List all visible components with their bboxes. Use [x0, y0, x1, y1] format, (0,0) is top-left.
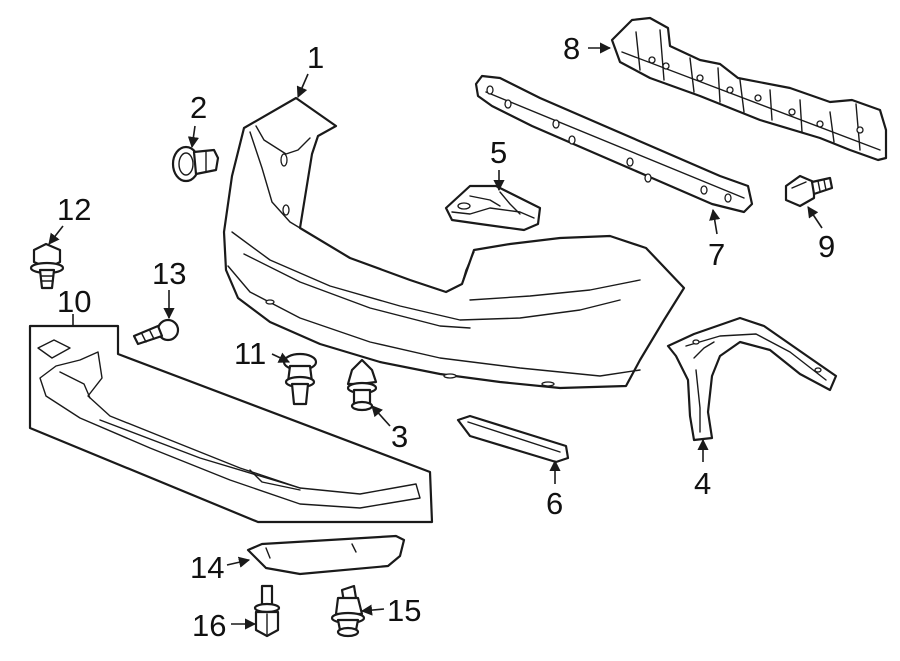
- callout-8: 8: [563, 31, 580, 66]
- callout-7: 7: [708, 237, 725, 272]
- callout-2: 2: [190, 90, 207, 125]
- callout-14: 14: [190, 550, 224, 585]
- leader-11: [271, 352, 291, 363]
- part-16-bolt: [253, 584, 281, 638]
- part-5-bracket: [444, 184, 542, 232]
- callout-10: 10: [57, 284, 91, 319]
- part-14-trim-strip: [246, 534, 406, 576]
- leader-3: [371, 405, 391, 427]
- callout-15: 15: [387, 593, 421, 628]
- callout-labels: 1 2 3 4 5 6 7 8 9 10 11 12 13 14 15 16: [57, 31, 835, 643]
- part-3-push-clip: [346, 358, 378, 412]
- part-6-reflector: [456, 414, 570, 464]
- leader-12: [48, 225, 64, 245]
- callout-6: 6: [546, 486, 563, 521]
- leader-14: [226, 556, 251, 568]
- part-13-screw: [132, 318, 180, 346]
- callout-13: 13: [152, 256, 186, 291]
- callout-3: 3: [391, 419, 408, 454]
- part-7-impact-bar: [474, 74, 754, 214]
- part-12-bolt: [29, 242, 65, 290]
- leader-7: [709, 208, 721, 235]
- leader-lines: [48, 42, 823, 630]
- leader-2: [187, 125, 199, 149]
- part-8-upper-bracket: [610, 16, 888, 162]
- callout-5: 5: [490, 135, 507, 170]
- callout-12: 12: [57, 192, 91, 227]
- part-2-clip: [171, 145, 220, 183]
- part-10-lower-spoiler: [28, 324, 434, 524]
- part-1-bumper-cover: [222, 96, 686, 390]
- callout-9: 9: [818, 229, 835, 264]
- leader-1: [296, 73, 309, 99]
- callout-16: 16: [192, 608, 226, 643]
- leader-9: [807, 206, 823, 229]
- part-9-bolt: [784, 174, 834, 208]
- part-11-clip: [282, 352, 318, 406]
- leader-15: [360, 604, 385, 616]
- callout-11: 11: [234, 336, 266, 371]
- callout-1: 1: [307, 40, 324, 75]
- part-15-nut: [330, 584, 366, 638]
- part-4-side-bracket: [666, 316, 838, 442]
- callout-4: 4: [694, 466, 711, 501]
